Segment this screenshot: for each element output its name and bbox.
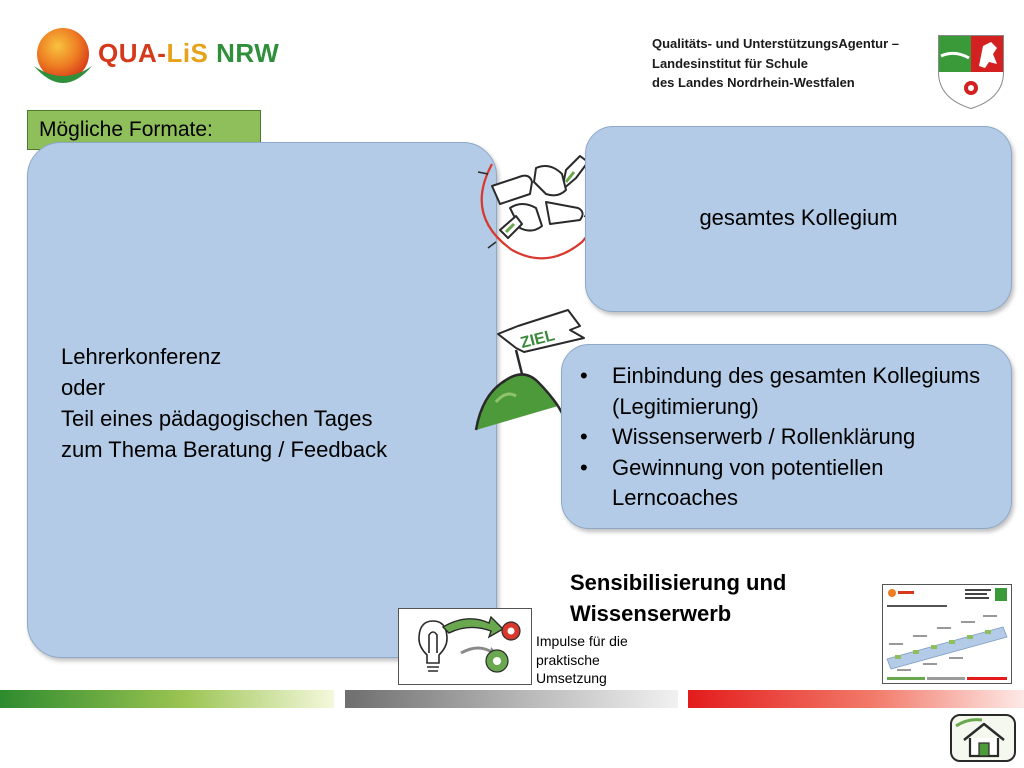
goal-flag-icon: ZIEL xyxy=(474,309,585,431)
kollegium-box xyxy=(585,126,1012,312)
format-text: Lehrerkonferenz oder Teil eines pädagogi… xyxy=(61,341,387,465)
impulse-line-2: praktische xyxy=(536,651,600,668)
kollegium-text: gesamtes Kollegium xyxy=(699,205,898,230)
teamwork-hands-icon xyxy=(477,147,601,260)
format-line-4: zum Thema Beratung / Feedback xyxy=(61,437,388,462)
bullet-dot: • xyxy=(580,424,588,449)
section-title-line-2: Wissenserwerb xyxy=(570,601,732,626)
bullet-dot: • xyxy=(580,454,588,480)
format-box xyxy=(27,142,497,658)
format-line-2: oder xyxy=(61,375,106,400)
agency-line-3: des Landes Nordrhein-Westfalen xyxy=(652,75,855,90)
slide-preview-icon xyxy=(886,588,1008,680)
goals-list: • Einbindung des gesamten Kollegiums (Leg… xyxy=(576,361,996,514)
goal-item-text: Gewinnung von potentiellen Lerncoaches xyxy=(612,454,884,511)
goals-box xyxy=(561,344,1012,529)
footer-bar-green xyxy=(0,690,334,708)
goal-item-rollenklaerung: • Wissenserwerb / Rollenklärung xyxy=(576,422,996,453)
logo-text-qua: QUA- xyxy=(98,38,167,68)
logo-text-nrw: NRW xyxy=(208,38,280,68)
goal-item-legitimierung: • Einbindung des gesamten Kollegiums (Leg… xyxy=(576,361,996,422)
impulse-line-3: Umsetzung xyxy=(536,670,607,686)
footer-bar-gray xyxy=(345,690,678,708)
format-line-1: Lehrerkonferenz xyxy=(61,344,222,369)
lightbulb-gears-icon xyxy=(418,615,521,673)
section-title: Sensibilisierung und Wissenserwerb xyxy=(570,567,786,629)
footer-bar-red xyxy=(688,690,1024,708)
goal-item-lerncoaches: • Gewinnung von potentiellen Lerncoaches xyxy=(576,453,996,514)
overview-slide-thumbnail[interactable] xyxy=(882,584,1012,684)
impulse-caption: Impulse für die praktische Umsetzung xyxy=(536,632,628,688)
formats-label: Mögliche Formate: xyxy=(27,110,261,150)
goal-item-text: Wissenserwerb / Rollenklärung xyxy=(612,424,916,449)
agency-name: Qualitäts- und UnterstützungsAgentur – L… xyxy=(652,34,932,93)
qua-lis-logo xyxy=(28,22,268,92)
section-title-line-1: Sensibilisierung und xyxy=(570,570,787,595)
qua-lis-logo-icon xyxy=(34,28,92,83)
bullet-dot: • xyxy=(580,363,588,388)
logo-text-lis: LiS xyxy=(166,38,209,68)
impulse-line-1: Impulse für die xyxy=(536,633,628,649)
agency-line-1: Qualitäts- und UnterstützungsAgentur – xyxy=(652,36,899,51)
format-line-3: Teil eines pädagogischen Tages xyxy=(61,406,373,431)
home-icon[interactable] xyxy=(948,712,1018,764)
agency-line-2: Landesinstitut für Schule xyxy=(652,55,809,71)
nrw-coat-of-arms-icon xyxy=(938,35,1004,110)
logo-wordmark: QUA-LiS NRW xyxy=(98,38,279,69)
impulse-link-image[interactable] xyxy=(398,608,532,685)
goal-item-text: Einbindung des gesamten Kollegiums (Legi… xyxy=(612,363,981,419)
